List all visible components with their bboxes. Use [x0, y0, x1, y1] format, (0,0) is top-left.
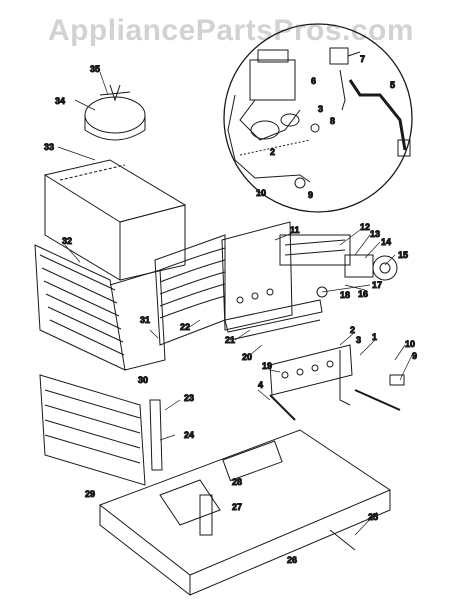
callout-13: 13	[370, 229, 380, 239]
callout-33: 33	[44, 142, 54, 152]
callout-3-inset: 3	[318, 104, 323, 114]
evaporator-coil	[34, 244, 166, 371]
callout-12: 12	[360, 222, 370, 232]
callout-30: 30	[138, 375, 148, 385]
callout-10: 10	[405, 339, 415, 349]
leader-lines	[57, 71, 413, 536]
callout-35: 35	[90, 64, 100, 74]
callout-4: 4	[258, 380, 263, 390]
pilot-assembly	[269, 350, 405, 421]
callout-28: 28	[232, 477, 242, 487]
callout-2: 2	[350, 325, 355, 335]
callout-25: 25	[368, 512, 378, 522]
callout-19: 19	[262, 361, 272, 371]
callout-22: 22	[180, 322, 190, 332]
callout-2-inset: 2	[270, 147, 275, 157]
callout-29: 29	[85, 489, 95, 499]
callout-17: 17	[372, 280, 382, 290]
callout-24: 24	[184, 430, 194, 440]
callout-5-inset: 5	[390, 80, 395, 90]
callout-18: 18	[340, 290, 350, 300]
callout-9: 9	[412, 351, 417, 361]
callout-34: 34	[55, 96, 65, 106]
callout-20: 20	[242, 352, 252, 362]
heat-exchanger	[154, 221, 293, 346]
callout-15: 15	[398, 250, 408, 260]
callout-9-inset: 9	[308, 190, 313, 200]
burner-assembly	[224, 234, 398, 396]
callout-14: 14	[381, 237, 391, 247]
lower-panel	[39, 374, 163, 486]
callout-numbers: 35 34 33 32 31 30 29 28 27 26 25 24 23 2…	[44, 54, 418, 566]
detail-inset-valve	[223, 23, 413, 213]
callout-7-inset: 7	[360, 54, 365, 64]
callout-26: 26	[287, 555, 297, 565]
callout-3: 3	[356, 335, 361, 345]
callout-21: 21	[225, 335, 235, 345]
callout-27: 27	[232, 502, 242, 512]
inducer-motor	[84, 84, 146, 141]
callout-8-inset: 8	[330, 116, 335, 126]
callout-10-inset: 10	[256, 188, 266, 198]
callout-31: 31	[140, 315, 150, 325]
callout-16: 16	[358, 289, 368, 299]
callout-32: 32	[62, 236, 72, 246]
callout-11: 11	[290, 225, 300, 235]
callout-6-inset: 6	[311, 76, 316, 86]
base-pan	[98, 429, 392, 597]
callout-1: 1	[372, 332, 377, 342]
callout-23: 23	[184, 393, 194, 403]
cabinet-top	[43, 159, 187, 281]
